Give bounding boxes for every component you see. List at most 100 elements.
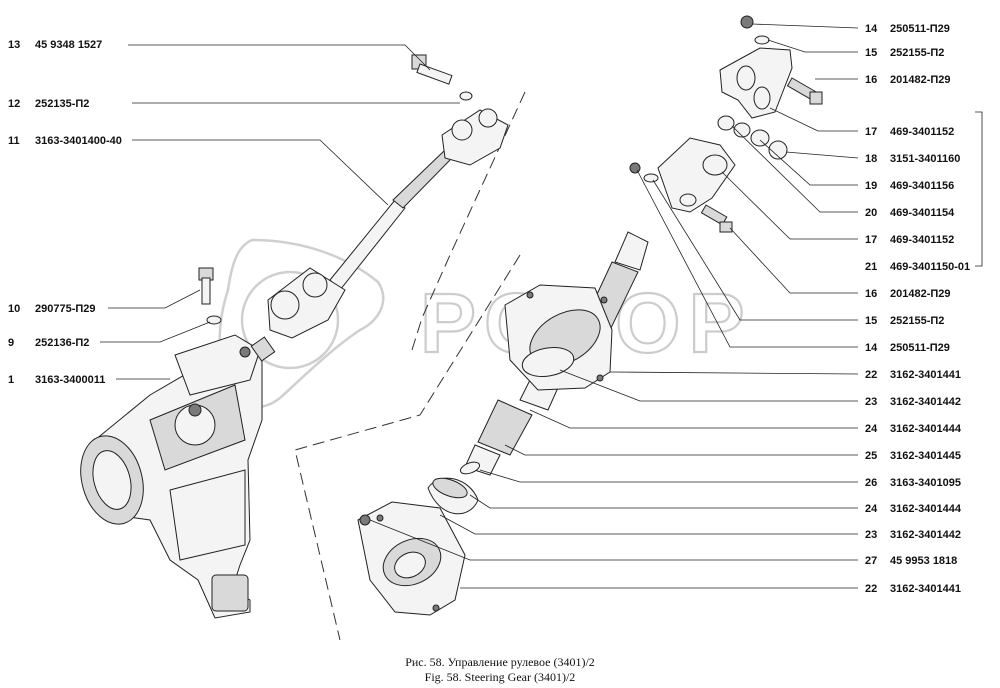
callout-r16-num: 26 bbox=[865, 477, 877, 489]
callout-r13-num: 23 bbox=[865, 396, 877, 408]
callout-r18: 23 3162-3401442 bbox=[439, 514, 961, 541]
callout-r9-part: 201482-П29 bbox=[890, 288, 951, 300]
callout-13: 13 45 9348 1527 bbox=[8, 39, 431, 71]
callout-r7-num: 17 bbox=[865, 234, 877, 246]
callout-r6-num: 20 bbox=[865, 207, 877, 219]
callouts-right: 14 250511-П29 15 252155-П2 16 201482-П29… bbox=[369, 23, 983, 595]
callout-9-num: 9 bbox=[8, 337, 14, 349]
callout-r10: 15 252155-П2 bbox=[652, 179, 944, 327]
callout-r3-num: 17 bbox=[865, 126, 877, 138]
callout-r14: 24 3162-3401444 bbox=[529, 409, 962, 435]
callout-12-part: 252135-П2 bbox=[35, 98, 89, 110]
callout-r6: 20 469-3401154 bbox=[731, 125, 955, 219]
callout-11-part: 3163-3401400-40 bbox=[35, 135, 122, 147]
callout-r15-part: 3162-3401445 bbox=[890, 450, 961, 462]
callout-r8: 21 469-3401150-01 bbox=[865, 111, 983, 273]
callout-9-part: 252136-П2 bbox=[35, 337, 89, 349]
washer-15-top bbox=[754, 35, 770, 45]
callout-r17-part: 3162-3401444 bbox=[890, 503, 962, 515]
callout-r11-part: 250511-П29 bbox=[890, 342, 950, 354]
callout-10: 10 290775-П29 bbox=[8, 289, 201, 315]
nut-14-mid bbox=[629, 162, 641, 174]
callout-r8-part: 469-3401150-01 bbox=[890, 261, 970, 273]
callout-r18-num: 23 bbox=[865, 529, 877, 541]
callout-r10-num: 15 bbox=[865, 315, 877, 327]
callout-r0: 14 250511-П29 bbox=[751, 23, 950, 35]
washer-9 bbox=[206, 315, 222, 325]
callout-r5: 19 469-3401156 bbox=[759, 139, 954, 192]
callout-1: 1 3163-3400011 bbox=[8, 374, 170, 386]
callout-r16: 26 3163-3401095 bbox=[479, 469, 961, 489]
callout-r11: 14 250511-П29 bbox=[636, 169, 950, 354]
callout-10-part: 290775-П29 bbox=[35, 303, 96, 315]
callout-r20: 22 3162-3401441 bbox=[460, 583, 961, 595]
dashed-boundaries bbox=[294, 91, 526, 641]
bracket-upper bbox=[719, 15, 823, 119]
washer-15-mid bbox=[643, 173, 659, 183]
caption-ru: Рис. 58. Управление рулевое (3401)/2 bbox=[405, 655, 595, 669]
callout-r0-part: 250511-П29 bbox=[890, 23, 950, 35]
bushing-set bbox=[717, 115, 788, 160]
callout-r4: 18 3151-3401160 bbox=[785, 151, 960, 165]
callout-r1-part: 252155-П2 bbox=[890, 47, 944, 59]
washer-12 bbox=[459, 91, 473, 101]
callout-r15-num: 25 bbox=[865, 450, 877, 462]
nut-27 bbox=[359, 514, 371, 526]
callout-r2: 16 201482-П29 bbox=[815, 74, 951, 86]
callout-r20-part: 3162-3401441 bbox=[890, 583, 961, 595]
callout-r4-part: 3151-3401160 bbox=[890, 153, 960, 165]
callout-r9: 16 201482-П29 bbox=[729, 227, 951, 300]
steering-gear-box bbox=[80, 334, 263, 619]
callout-r2-num: 16 bbox=[865, 74, 877, 86]
bolt-10 bbox=[198, 267, 214, 305]
callout-r19-part: 45 9953 1818 bbox=[890, 555, 957, 567]
callout-r1-num: 15 bbox=[865, 47, 877, 59]
callout-r8-bracket bbox=[975, 111, 983, 267]
nut-14-top bbox=[740, 15, 754, 29]
callout-13-part: 45 9348 1527 bbox=[35, 39, 102, 51]
callout-12: 12 252135-П2 bbox=[8, 98, 460, 110]
callout-1-num: 1 bbox=[8, 374, 14, 386]
callout-r7-part: 469-3401152 bbox=[890, 234, 954, 246]
callout-r12: 22 3162-3401441 bbox=[609, 369, 961, 381]
callout-r12-part: 3162-3401441 bbox=[890, 369, 961, 381]
callout-r11-num: 14 bbox=[865, 342, 878, 354]
watermark-logo-ring bbox=[240, 270, 340, 370]
dash-line-lower bbox=[294, 254, 521, 641]
callout-r1: 15 252155-П2 bbox=[767, 39, 944, 59]
callout-r15: 25 3162-3401445 bbox=[504, 444, 961, 462]
watermark-logo-flange bbox=[218, 238, 385, 409]
callout-r18-part: 3162-3401442 bbox=[890, 529, 961, 541]
callout-11-num: 11 bbox=[8, 135, 20, 147]
callout-r9-num: 16 bbox=[865, 288, 877, 300]
callout-r7: 17 469-3401152 bbox=[721, 171, 954, 246]
callout-r12-num: 22 bbox=[865, 369, 877, 381]
callout-r5-num: 19 bbox=[865, 180, 877, 192]
callout-1-part: 3163-3400011 bbox=[35, 374, 105, 386]
callouts-left: 13 45 9348 1527 12 252135-П2 11 3163-340… bbox=[8, 39, 460, 386]
callout-r13: 23 3162-3401442 bbox=[559, 369, 961, 408]
bolt-13 bbox=[411, 54, 453, 85]
callout-r3-part: 469-3401152 bbox=[890, 126, 954, 138]
callout-12-num: 12 bbox=[8, 98, 20, 110]
callout-9: 9 252136-П2 bbox=[8, 321, 211, 349]
bracket-lower bbox=[629, 137, 736, 233]
callout-r13-part: 3162-3401442 bbox=[890, 396, 961, 408]
callout-r3: 17 469-3401152 bbox=[769, 107, 954, 138]
flange-lower bbox=[357, 501, 466, 616]
callout-r19: 27 45 9953 1818 bbox=[369, 519, 957, 567]
caption-en: Fig. 58. Steering Gear (3401)/2 bbox=[425, 670, 576, 684]
bushing-lower bbox=[427, 477, 479, 515]
callout-r16-part: 3163-3401095 bbox=[890, 477, 961, 489]
callout-r6-part: 469-3401154 bbox=[890, 207, 955, 219]
flange-upper bbox=[504, 284, 613, 391]
intermediate-shaft bbox=[250, 108, 509, 362]
callout-r17-num: 24 bbox=[865, 503, 878, 515]
callout-r20-num: 22 bbox=[865, 583, 877, 595]
callout-r14-part: 3162-3401444 bbox=[890, 423, 962, 435]
callout-r0-num: 14 bbox=[865, 23, 878, 35]
callout-r5-part: 469-3401156 bbox=[890, 180, 954, 192]
callout-r2-part: 201482-П29 bbox=[890, 74, 951, 86]
callout-13-num: 13 bbox=[8, 39, 20, 51]
